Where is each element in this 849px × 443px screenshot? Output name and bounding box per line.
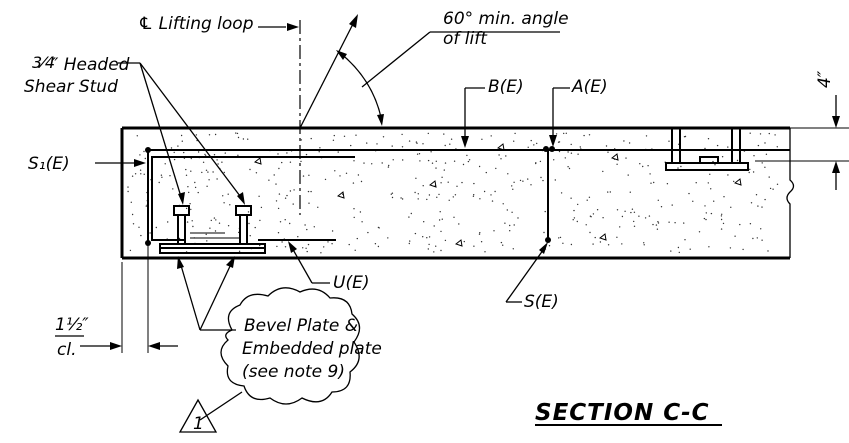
label-bevel-line3: (see note 9) <box>242 362 345 382</box>
lifting-geometry <box>258 14 560 215</box>
dim-4in <box>755 95 849 190</box>
dim-clear-cover <box>80 246 178 353</box>
headed-stud-2 <box>235 205 252 216</box>
headed-stud-1 <box>173 205 190 216</box>
label-bevel-line2: Embedded plate <box>242 339 382 359</box>
label-stud-line1: ″ Headed <box>52 55 130 75</box>
label-b-e: B(E) <box>488 77 524 97</box>
aggregate-marks <box>253 143 742 247</box>
label-clear-cover-unit: cl. <box>57 340 76 360</box>
bar-a-e <box>543 146 549 152</box>
label-lifting-loop: ℄ Lifting loop <box>138 14 254 34</box>
reinforcement <box>145 146 790 246</box>
slab-break-line <box>786 128 795 258</box>
lift-angle-arc <box>338 51 383 123</box>
leader-lines <box>95 62 570 331</box>
revision-cloud <box>220 287 361 405</box>
label-dim-4in: 4″ <box>815 70 835 88</box>
label-clear-cover: 1½″ <box>55 315 89 335</box>
label-angle-line1: 60° min. angle <box>443 9 569 29</box>
revision-triangle <box>178 398 218 433</box>
lift-direction-arrow <box>299 19 356 129</box>
section-title: SECTION C-C <box>535 400 710 426</box>
label-stud-line2: Shear Stud <box>24 77 118 97</box>
label-u-e: U(E) <box>333 273 369 293</box>
label-a-e: A(E) <box>571 77 608 97</box>
label-revision-number: 1 <box>193 414 204 434</box>
label-s1-e: S₁(E) <box>28 154 70 174</box>
label-bevel-line1: Bevel Plate & <box>244 316 358 336</box>
label-s-e: S(E) <box>524 292 559 312</box>
bar-s1-e <box>151 156 355 241</box>
label-angle-line2: of lift <box>443 29 488 49</box>
top-embed-plate <box>665 128 749 171</box>
angle-leader <box>361 31 431 88</box>
concrete-stipple <box>127 132 779 254</box>
embedded-plate-assembly <box>159 205 266 254</box>
label-stud-fraction: 3⁄4 <box>32 53 55 72</box>
